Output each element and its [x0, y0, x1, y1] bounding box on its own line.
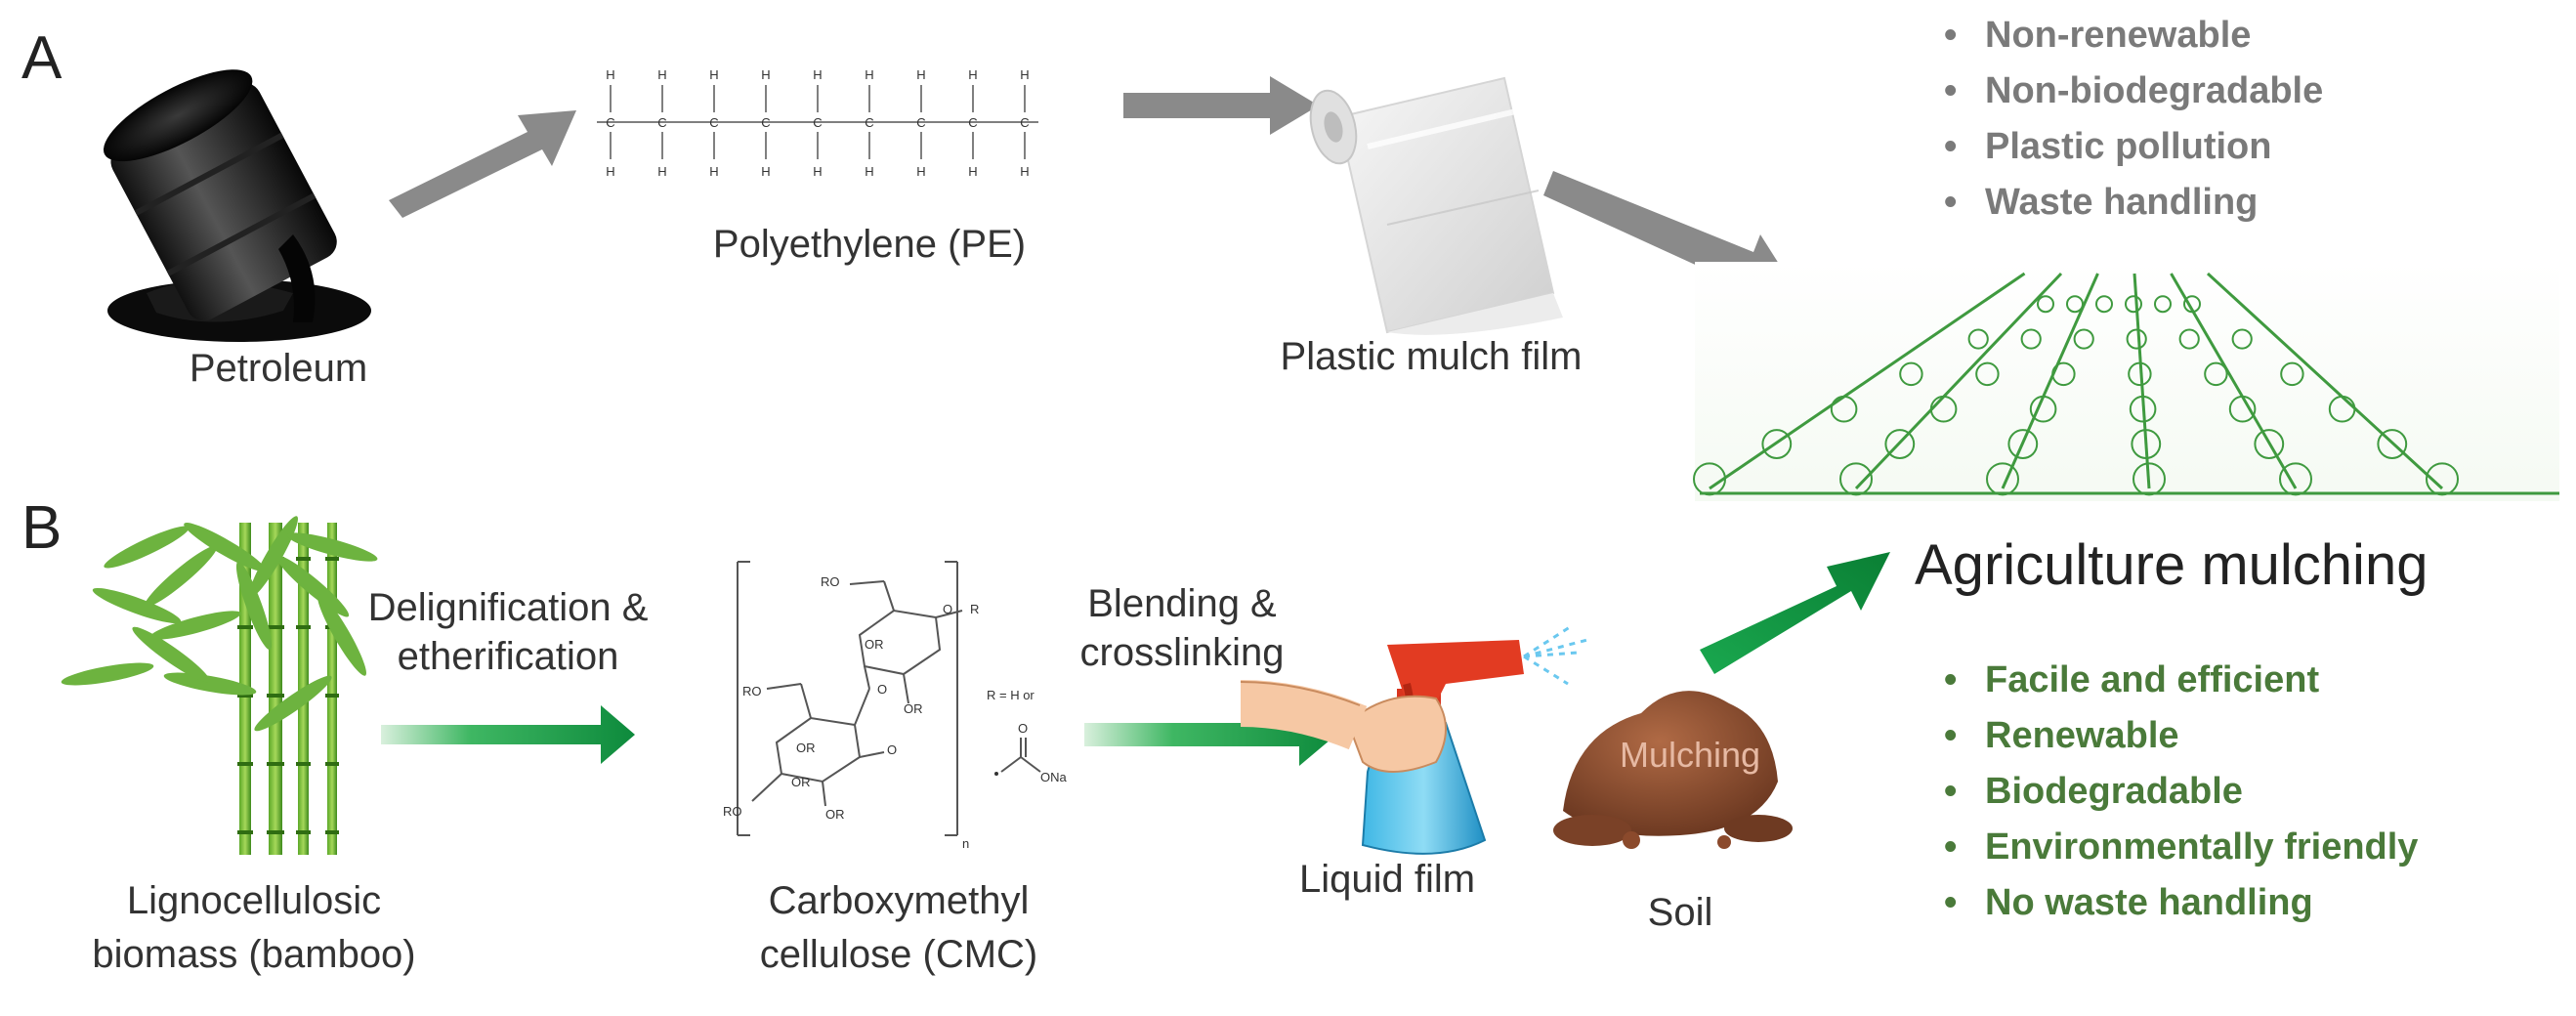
arrow-soil-to-mulching: [1700, 552, 1890, 674]
cmc-atom-label: RO: [742, 684, 762, 698]
cmc-atom-label: n: [962, 836, 969, 851]
pe-carbon: C: [968, 115, 977, 130]
pe-hydrogen: H: [606, 67, 614, 82]
biomass-line2: biomass (bamboo): [92, 933, 416, 976]
pe-hydrogen: H: [916, 67, 925, 82]
cmc-atom-label: O: [943, 602, 952, 616]
cmc-atom-label: O: [887, 742, 897, 757]
pe-hydrogen: H: [657, 164, 666, 179]
step2-line1: Blending &: [1087, 582, 1277, 625]
cmc-atom-label: R = H or: [987, 688, 1035, 702]
pe-hydrogen: H: [968, 164, 977, 179]
cmc-atom-label: RO: [723, 804, 742, 819]
benefits-list: Facile and efficient Renewable Biodegrad…: [1944, 653, 2418, 931]
cmc-atom-label: OR: [865, 637, 884, 652]
pe-hydrogen: H: [1020, 164, 1029, 179]
soil-mound-icon: [1553, 691, 1793, 849]
petroleum-label: Petroleum: [189, 347, 368, 390]
pe-hydrogen: H: [657, 67, 666, 82]
step1-line2: etherification: [397, 635, 619, 678]
mulching-label: Mulching: [1619, 735, 1761, 775]
cmc-line1: Carboxymethyl: [768, 879, 1030, 922]
liquid-film-label: Liquid film: [1298, 858, 1476, 901]
cmc-atom-label: O: [877, 682, 887, 697]
arrow-bamboo-to-cmc: [381, 705, 635, 764]
benefit-item: Renewable: [1944, 708, 2418, 764]
step1-line1: Delignification &: [367, 586, 649, 629]
drawback-item: Plastic pollution: [1944, 119, 2323, 175]
panel-label-a: A: [21, 24, 63, 92]
polyethylene-structure: C H H C H H C H H C H H C H H C H H C H H C H H C H H: [597, 67, 1038, 179]
cmc-line2: cellulose (CMC): [759, 933, 1038, 976]
cmc-atom-label: OR: [796, 741, 816, 755]
cmc-atom-label: ONa: [1040, 770, 1068, 784]
pe-carbon: C: [606, 115, 614, 130]
drawback-item: Non-renewable: [1944, 8, 2323, 64]
pe-hydrogen: H: [813, 67, 822, 82]
mulch-film-label: Plastic mulch film: [1280, 335, 1583, 378]
pe-hydrogen: H: [761, 164, 770, 179]
pe-hydrogen: H: [761, 67, 770, 82]
arrow-cmc-to-liquid-film: [1084, 703, 1336, 766]
polyethylene-label: Polyethylene (PE): [712, 223, 1027, 266]
pe-hydrogen: H: [1020, 67, 1029, 82]
pe-carbon: C: [1020, 115, 1029, 130]
agriculture-mulching-label: Agriculture mulching: [1915, 533, 2428, 597]
pe-hydrogen: H: [709, 164, 718, 179]
cmc-atom-label: O: [1018, 721, 1028, 736]
pe-hydrogen: H: [813, 164, 822, 179]
cmc-atom-label: R: [970, 602, 979, 616]
step2-line2: crosslinking: [1079, 631, 1285, 674]
benefit-item: No waste handling: [1944, 875, 2418, 931]
biomass-line1: Lignocellulosic: [126, 879, 382, 922]
panel-label-b: B: [21, 494, 63, 562]
pe-carbon: C: [813, 115, 822, 130]
benefit-item: Biodegradable: [1944, 764, 2418, 820]
bamboo-icon: [61, 516, 378, 855]
pe-hydrogen: H: [606, 164, 614, 179]
oil-barrel-icon: [103, 69, 371, 342]
arrow-pe-to-film: [1123, 76, 1319, 135]
film-roll-icon: [1309, 76, 1563, 335]
pe-hydrogen: H: [709, 67, 718, 82]
pe-hydrogen: H: [916, 164, 925, 179]
pe-hydrogen: H: [968, 67, 977, 82]
cmc-atom-label: OR: [791, 775, 811, 789]
arrow-petroleum-to-pe: [389, 110, 576, 218]
drawback-item: Waste handling: [1944, 175, 2323, 231]
pe-hydrogen: H: [865, 67, 873, 82]
crop-field-icon: [1693, 262, 2559, 501]
benefit-item: Facile and efficient: [1944, 653, 2418, 708]
pe-carbon: C: [865, 115, 873, 130]
cmc-atom-label: RO: [821, 574, 840, 589]
pe-carbon: C: [709, 115, 718, 130]
pe-hydrogen: H: [865, 164, 873, 179]
benefit-item: Environmentally friendly: [1944, 820, 2418, 875]
cmc-atom-label: OR: [904, 701, 923, 716]
spray-bottle-icon: [1240, 623, 1588, 855]
pe-carbon: C: [916, 115, 925, 130]
cmc-atom-label: OR: [825, 807, 845, 822]
drawbacks-list: Non-renewable Non-biodegradable Plastic …: [1944, 8, 2323, 231]
pe-carbon: C: [761, 115, 770, 130]
pe-carbon: C: [657, 115, 666, 130]
drawback-item: Non-biodegradable: [1944, 64, 2323, 119]
soil-label: Soil: [1647, 891, 1713, 934]
